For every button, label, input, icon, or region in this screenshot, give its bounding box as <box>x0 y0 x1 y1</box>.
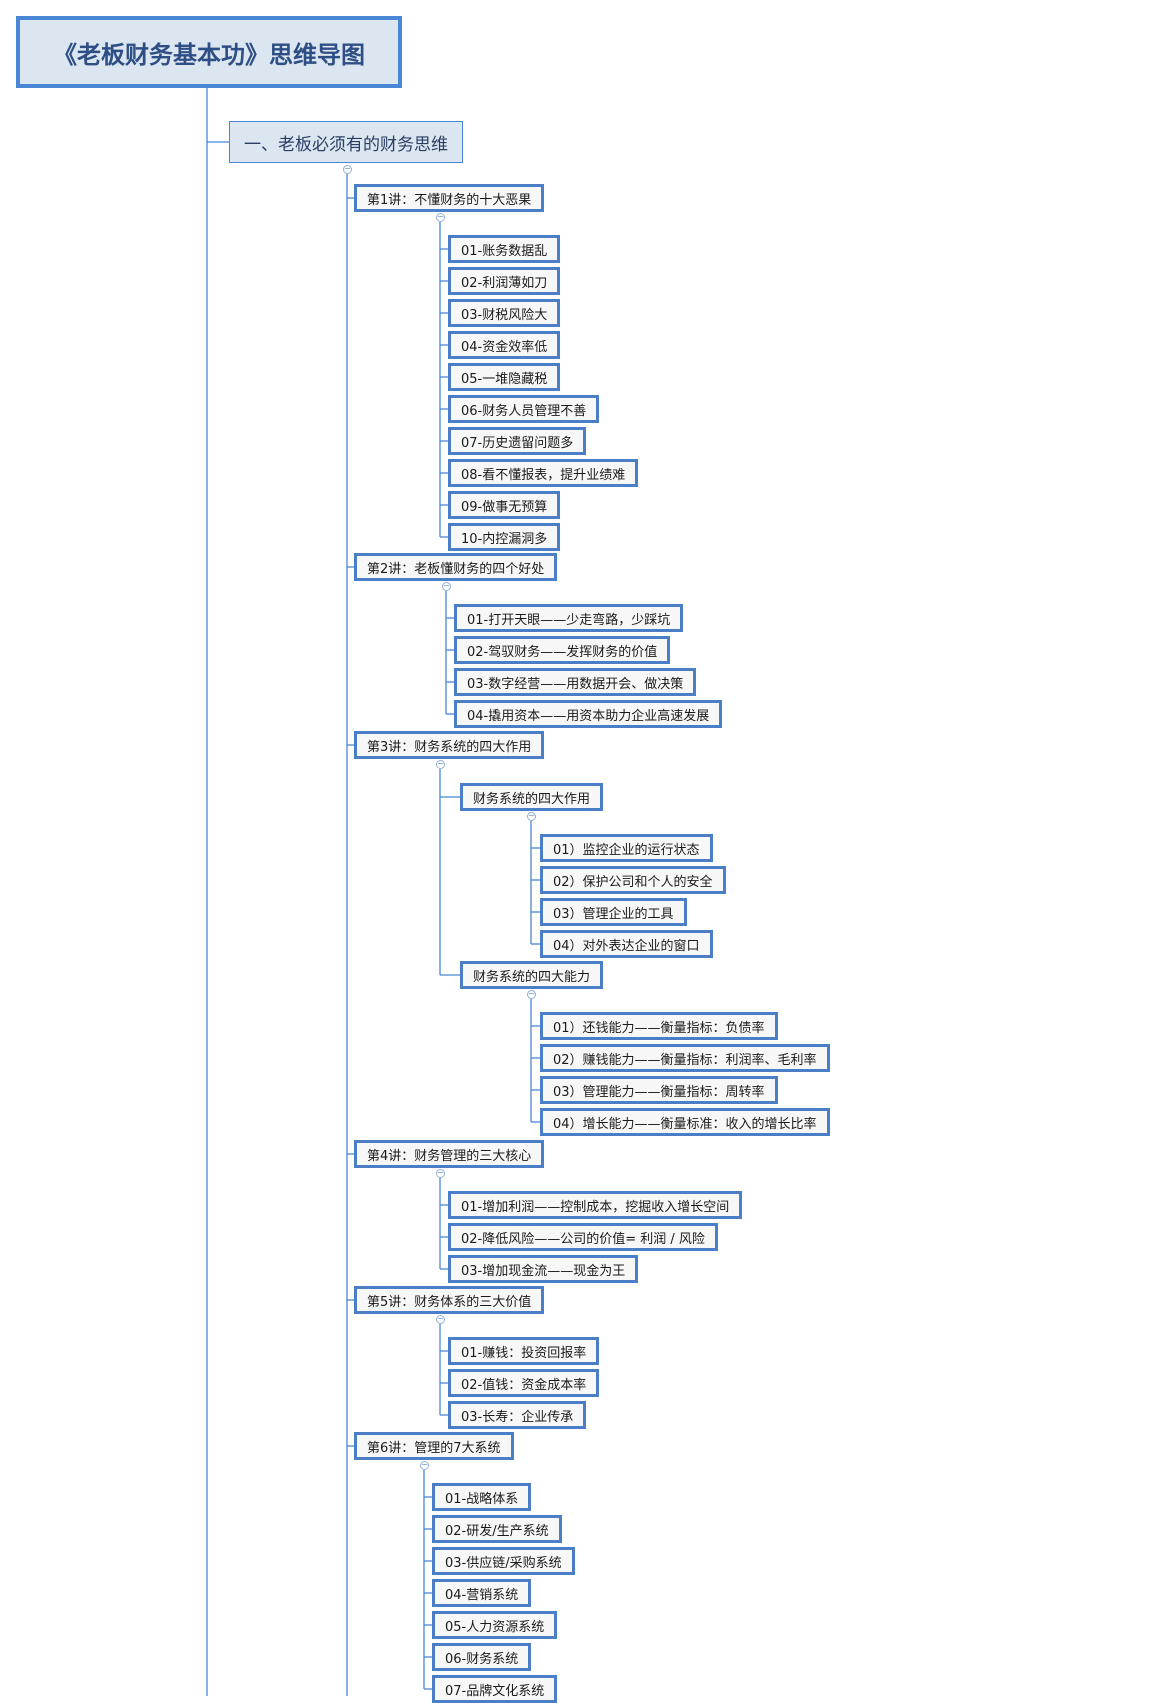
leaf-node[interactable]: 03）管理能力——衡量指标：周转率 <box>540 1076 778 1104</box>
collapse-toggle-icon[interactable]: − <box>442 581 451 591</box>
collapse-toggle-icon[interactable]: − <box>436 1168 445 1178</box>
leaf-node[interactable]: 01-账务数据乱 <box>448 235 561 263</box>
leaf-node[interactable]: 04）对外表达企业的窗口 <box>540 930 713 958</box>
collapse-toggle-icon[interactable]: − <box>527 989 536 999</box>
leaf-node[interactable]: 02-利润薄如刀 <box>448 267 561 295</box>
collapse-toggle-icon[interactable]: − <box>436 1314 445 1324</box>
group-node-2[interactable]: 财务系统的四大能力 <box>460 961 604 989</box>
leaf-node[interactable]: 03-供应链/采购系统 <box>432 1547 575 1575</box>
leaf-node[interactable]: 01-打开天眼——少走弯路，少踩坑 <box>454 604 684 632</box>
collapse-toggle-icon[interactable]: − <box>436 759 445 769</box>
leaf-node[interactable]: 03）管理企业的工具 <box>540 898 687 926</box>
leaf-node[interactable]: 08-看不懂报表，提升业绩难 <box>448 459 639 487</box>
leaf-node[interactable]: 01）还钱能力——衡量指标：负债率 <box>540 1012 778 1040</box>
lecture-node-3[interactable]: 第3讲：财务系统的四大作用 <box>354 731 545 759</box>
section-node-financial-thinking[interactable]: 一、老板必须有的财务思维 <box>229 121 463 163</box>
collapse-toggle-icon[interactable]: − <box>527 811 536 821</box>
root-title-node[interactable]: 《老板财务基本功》思维导图 <box>16 16 402 88</box>
leaf-node[interactable]: 01-战略体系 <box>432 1483 532 1511</box>
lecture-node-6[interactable]: 第6讲：管理的7大系统 <box>354 1432 514 1460</box>
leaf-node[interactable]: 02）保护公司和个人的安全 <box>540 866 726 894</box>
lecture-node-2[interactable]: 第2讲：老板懂财务的四个好处 <box>354 553 558 581</box>
leaf-node[interactable]: 03-增加现金流——现金为王 <box>448 1255 639 1283</box>
leaf-node[interactable]: 03-数字经营——用数据开会、做决策 <box>454 668 697 696</box>
collapse-toggle-icon[interactable]: − <box>420 1460 429 1470</box>
leaf-node[interactable]: 03-长寿：企业传承 <box>448 1401 587 1429</box>
lecture-node-5[interactable]: 第5讲：财务体系的三大价值 <box>354 1286 545 1314</box>
leaf-node[interactable]: 01-增加利润——控制成本，挖掘收入增长空间 <box>448 1191 743 1219</box>
collapse-toggle-icon[interactable]: − <box>343 164 352 174</box>
leaf-node[interactable]: 02-研发/生产系统 <box>432 1515 562 1543</box>
leaf-node[interactable]: 05-人力资源系统 <box>432 1611 558 1639</box>
leaf-node[interactable]: 06-财务系统 <box>432 1643 532 1671</box>
leaf-node[interactable]: 02-驾驭财务——发挥财务的价值 <box>454 636 671 664</box>
lecture-node-4[interactable]: 第4讲：财务管理的三大核心 <box>354 1140 545 1168</box>
leaf-node[interactable]: 01-赚钱：投资回报率 <box>448 1337 600 1365</box>
leaf-node[interactable]: 07-历史遗留问题多 <box>448 427 587 455</box>
leaf-node[interactable]: 10-内控漏洞多 <box>448 523 561 551</box>
leaf-node[interactable]: 01）监控企业的运行状态 <box>540 834 713 862</box>
collapse-toggle-icon[interactable]: − <box>436 212 445 222</box>
lecture-node-1[interactable]: 第1讲：不懂财务的十大恶果 <box>354 184 545 212</box>
leaf-node[interactable]: 04-资金效率低 <box>448 331 561 359</box>
group-node-1[interactable]: 财务系统的四大作用 <box>460 783 604 811</box>
leaf-node[interactable]: 04-撬用资本——用资本助力企业高速发展 <box>454 700 723 728</box>
leaf-node[interactable]: 06-财务人员管理不善 <box>448 395 600 423</box>
leaf-node[interactable]: 02-降低风险——公司的价值= 利润 / 风险 <box>448 1223 718 1251</box>
leaf-node[interactable]: 07-品牌文化系统 <box>432 1675 558 1703</box>
leaf-node[interactable]: 03-财税风险大 <box>448 299 561 327</box>
leaf-node[interactable]: 02）赚钱能力——衡量指标：利润率、毛利率 <box>540 1044 830 1072</box>
leaf-node[interactable]: 05-一堆隐藏税 <box>448 363 561 391</box>
leaf-node[interactable]: 09-做事无预算 <box>448 491 561 519</box>
leaf-node[interactable]: 04）增长能力——衡量标准：收入的增长比率 <box>540 1108 830 1136</box>
leaf-node[interactable]: 02-值钱：资金成本率 <box>448 1369 600 1397</box>
leaf-node[interactable]: 04-营销系统 <box>432 1579 532 1607</box>
